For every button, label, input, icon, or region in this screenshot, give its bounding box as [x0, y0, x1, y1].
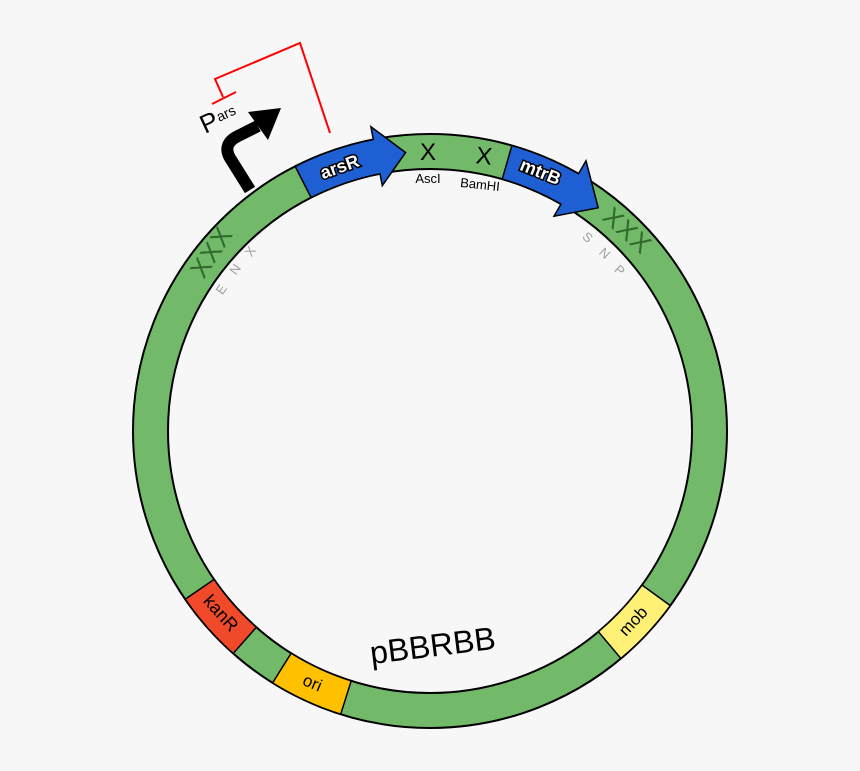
suffix-letter-n: N — [596, 244, 613, 261]
ascI-label: AscI — [415, 171, 440, 186]
arsR-gene-arrow[interactable]: arsR — [294, 124, 407, 199]
suffix-letter-s: S — [579, 229, 596, 246]
prefix-letter-n: N — [226, 261, 244, 277]
ori-feature[interactable]: ori — [271, 652, 353, 716]
plasmid-name: pBBRBB — [368, 620, 498, 671]
promoter-subscript: ars — [214, 102, 238, 125]
suffix-letter-p: P — [611, 262, 627, 279]
bamHI-label: BamHI — [460, 175, 501, 194]
bamHI-mark: X — [475, 142, 494, 171]
backbone-fill — [134, 135, 726, 727]
mtrB-gene-arrow[interactable]: mtrB — [501, 144, 600, 218]
promoter-arrow-icon — [221, 120, 261, 194]
prefix-letter-x: X — [241, 243, 258, 259]
repression-tbar-icon — [211, 91, 237, 105]
promoter-arrowhead-icon — [248, 108, 281, 140]
prefix-letter-e: E — [212, 281, 229, 297]
restriction-site-ascI[interactable]: X AscI — [415, 139, 440, 186]
restriction-site-bamHI[interactable]: X BamHI — [460, 142, 501, 194]
promoter-pars[interactable]: P ars — [195, 96, 281, 194]
ascI-mark: X — [420, 139, 436, 166]
repression-line — [211, 41, 331, 134]
